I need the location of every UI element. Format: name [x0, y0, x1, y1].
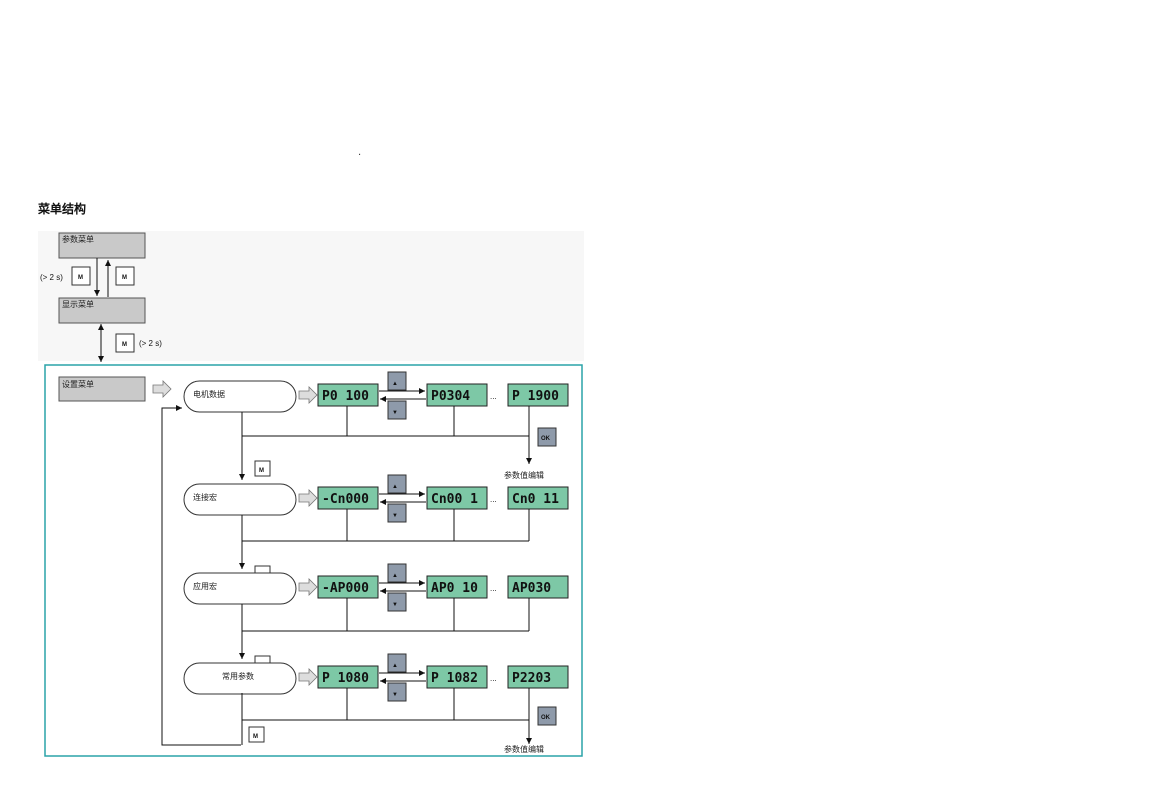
up-key-button[interactable]: [387, 653, 407, 673]
lcd-text-first: P 1080: [322, 671, 369, 686]
lcd-display: [426, 383, 488, 407]
ellipsis: ...: [490, 584, 497, 593]
ellipsis: ...: [490, 495, 497, 504]
lcd-display: [317, 575, 379, 599]
down-key-button[interactable]: [387, 592, 407, 612]
lcd-display: [426, 486, 488, 510]
display-menu-label: 显示菜单: [62, 299, 94, 309]
submenu-label: 电机数据: [193, 389, 225, 399]
ok-key-button[interactable]: [537, 427, 557, 447]
down-arrow-icon: ▼: [392, 692, 398, 698]
lcd-text-second: P 1082: [431, 671, 478, 686]
lcd-text-last: Cn0 11: [512, 492, 559, 507]
submenu-label: 应用宏: [193, 581, 217, 591]
lcd-display: [507, 575, 569, 599]
down-arrow-icon: ▼: [392, 513, 398, 519]
down-key-button[interactable]: [387, 682, 407, 702]
m-key-label: M: [122, 342, 127, 348]
param-edit-label: 参数值编辑: [504, 470, 544, 480]
lcd-text-first: P0 100: [322, 389, 369, 404]
submenu-oval[interactable]: [183, 662, 297, 695]
down-key-button[interactable]: [387, 400, 407, 420]
setup-menu-frame: [44, 364, 583, 757]
lcd-display: [317, 665, 379, 689]
up-arrow-icon: ▲: [392, 381, 398, 387]
submenu-oval[interactable]: [183, 572, 297, 605]
m-key-button[interactable]: [71, 266, 91, 286]
m-key-label: M: [78, 275, 83, 281]
lcd-text-first: -Cn000: [322, 492, 369, 507]
m-key-button[interactable]: [248, 726, 265, 743]
lcd-text-last: AP030: [512, 581, 551, 596]
submenu-label: 连接宏: [193, 492, 217, 502]
loop-back-arrow: [161, 405, 241, 746]
submenu-rows: 电机数据 P0 100 P0304 P 1900 ▲ ▼... OK 参数值编辑 M 连接宏 -Cn…: [183, 371, 569, 754]
stray-dot: ·: [358, 150, 362, 161]
ellipsis: ...: [490, 392, 497, 401]
m-key-button[interactable]: [115, 266, 135, 286]
hollow-arrow-icon: [298, 578, 318, 596]
setup-menu-box: [58, 376, 146, 402]
up-key-button[interactable]: [387, 563, 407, 583]
menu-structure-title: 菜单结构: [38, 202, 87, 216]
hold-time-label-2: (> 2 s): [139, 339, 162, 348]
hollow-arrow-icon: [298, 668, 318, 686]
submenu-oval[interactable]: [183, 380, 297, 413]
lcd-text-last: P2203: [512, 671, 551, 686]
m-key-label: M: [253, 734, 258, 740]
hollow-arrow-icon: [298, 386, 318, 404]
setup-menu-label: 设置菜单: [62, 379, 94, 389]
down-key-button[interactable]: [387, 503, 407, 523]
lcd-display: [317, 486, 379, 510]
lcd-display: [507, 486, 569, 510]
lcd-display: [507, 383, 569, 407]
hold-time-label-1: (> 2 s): [40, 273, 63, 282]
lcd-display: [426, 665, 488, 689]
up-key-button[interactable]: [387, 371, 407, 391]
display-menu-box: [58, 297, 146, 324]
up-key-button[interactable]: [387, 474, 407, 494]
down-arrow-icon: ▼: [392, 410, 398, 416]
param-menu-box: [58, 232, 146, 259]
lcd-text-second: P0304: [431, 389, 470, 404]
submenu-oval[interactable]: [183, 483, 297, 516]
ok-key-button[interactable]: [537, 706, 557, 726]
param-menu-label: 参数菜单: [62, 234, 94, 244]
ok-key-label: OK: [541, 436, 551, 442]
hollow-arrow-icon: [152, 380, 172, 398]
submenu-label: 常用参数: [222, 671, 254, 681]
lcd-display: [507, 665, 569, 689]
ellipsis: ...: [490, 674, 497, 683]
m-key-button[interactable]: [115, 333, 135, 353]
up-arrow-icon: ▲: [392, 484, 398, 490]
lcd-text-second: AP0 10: [431, 581, 478, 596]
lcd-display: [317, 383, 379, 407]
lcd-display: [426, 575, 488, 599]
up-arrow-icon: ▲: [392, 663, 398, 669]
hollow-arrow-icon: [298, 489, 318, 507]
m-key-label: M: [122, 275, 127, 281]
down-arrow-icon: ▼: [392, 602, 398, 608]
param-edit-label: 参数值编辑: [504, 744, 544, 754]
lcd-text-last: P 1900: [512, 389, 559, 404]
up-arrow-icon: ▲: [392, 573, 398, 579]
m-key-button[interactable]: [254, 460, 271, 477]
lcd-text-second: Cn00 1: [431, 492, 478, 507]
ok-key-label: OK: [541, 715, 551, 721]
lcd-text-first: -AP000: [322, 581, 369, 596]
m-key-label: M: [259, 468, 264, 474]
